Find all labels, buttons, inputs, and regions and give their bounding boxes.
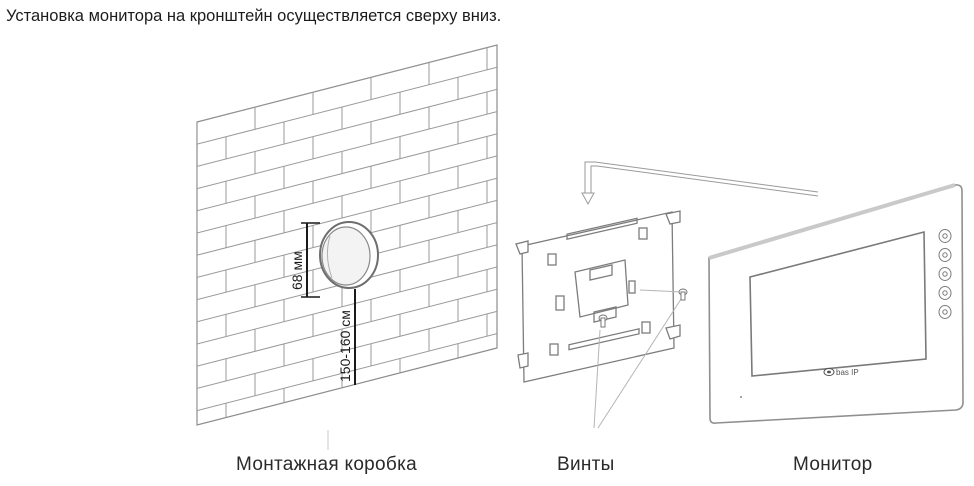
brand-text: bas IP xyxy=(836,368,859,377)
dimension-box-diameter: 68 мм xyxy=(289,222,320,298)
camera-icon xyxy=(938,267,952,281)
door-icon xyxy=(938,248,952,262)
instruction-text: Установка монитора на кронштейн осуществ… xyxy=(6,7,502,25)
wall-bracket xyxy=(515,210,681,383)
brand-logo: bas IP xyxy=(823,368,859,377)
monitor: bas IP xyxy=(708,183,964,424)
label-monitor: Монитор xyxy=(793,454,873,475)
direction-arrow xyxy=(581,161,819,206)
monitor-screen xyxy=(749,230,927,377)
back-icon xyxy=(938,305,952,319)
label-screws: Винты xyxy=(557,454,615,475)
phone-icon xyxy=(938,229,952,243)
box-diameter-label: 68 мм xyxy=(289,251,305,290)
screws xyxy=(593,288,688,429)
dimension-mount-height: 150-160 см xyxy=(327,289,356,450)
mount-height-label: 150-160 см xyxy=(337,310,353,382)
label-mounting-box: Монтажная коробка xyxy=(236,454,417,475)
intercom-icon xyxy=(938,286,952,300)
mounting-box xyxy=(319,221,379,289)
